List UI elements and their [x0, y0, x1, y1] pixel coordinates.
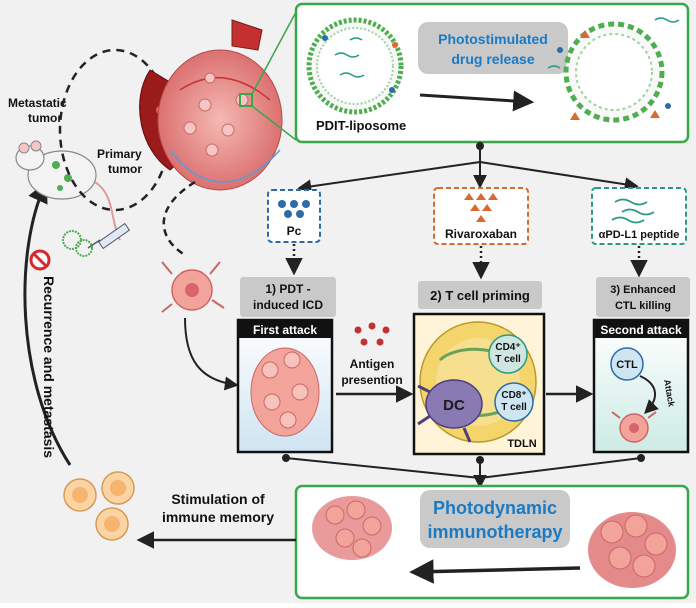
metastatic-label: Metastatic — [8, 96, 67, 110]
pdit-reverse-arrow — [409, 559, 581, 584]
tumor-before-cluster — [312, 496, 392, 560]
cell-to-first-attack-arrow — [184, 317, 239, 391]
syringe-icon — [87, 222, 131, 250]
second-attack-title: Second attack — [600, 323, 682, 337]
antigen-stars-icon — [354, 322, 390, 346]
attack-label: Attack — [662, 379, 677, 409]
pdit-title-2: immunotherapy — [427, 522, 562, 542]
step3-chip — [596, 277, 690, 317]
primary-label: Primary — [97, 147, 142, 161]
cd4-cell — [488, 334, 528, 374]
branch-to-apdl1 — [479, 161, 639, 192]
ctl-label: CTL — [616, 359, 638, 371]
stimulation-label-2: immune memory — [162, 509, 274, 525]
antigen-label-2: presention — [341, 373, 402, 387]
zoom-marker — [239, 93, 253, 107]
photostimulated-chip — [418, 22, 568, 74]
rivaroxaban-label: Rivaroxaban — [445, 227, 517, 241]
pdit-liposome-label: PDIT-liposome — [316, 118, 406, 133]
pc-dots-icon — [278, 200, 310, 218]
cd8-cell — [494, 382, 534, 422]
liposome-right — [547, 17, 680, 123]
release-arrow — [419, 90, 535, 112]
collector-lines — [285, 457, 642, 479]
dc-label: DC — [443, 397, 465, 414]
pc-label: Pc — [287, 224, 302, 238]
step2-chip — [418, 281, 542, 309]
stimulation-label: Stimulation of — [171, 491, 265, 507]
photostimulated-title-2: drug release — [451, 51, 534, 67]
apdl1-peptide-icon — [611, 198, 655, 224]
ctl-cell — [610, 347, 644, 381]
tumor-to-cell-dashed — [162, 180, 196, 257]
branch-to-pc — [297, 161, 481, 194]
cd4-label: CD4⁺ — [495, 342, 520, 353]
metastatic-label-2: tumor — [28, 111, 62, 125]
primary-tumor — [157, 19, 283, 191]
cd4-label-2: T cell — [495, 354, 521, 365]
no-sign-icon — [29, 249, 51, 271]
step1-chip — [240, 277, 336, 317]
tumor-cell-spiky — [161, 261, 225, 313]
tdln-label: TDLN — [507, 438, 536, 450]
antigen-label: Antigen — [350, 357, 395, 371]
mouse-illustration — [15, 140, 121, 241]
pdit-chip — [420, 490, 570, 548]
cd8-label-2: T cell — [501, 402, 527, 413]
step1-label: 1) PDT - — [265, 282, 310, 296]
dying-tumor-cells — [250, 347, 320, 437]
pdit-title: Photodynamic — [433, 498, 557, 518]
step1-label-2: induced ICD — [253, 298, 323, 312]
cd8-label: CD8⁺ — [501, 390, 526, 401]
target-tumor-cell — [611, 411, 657, 443]
apdl1-label: αPD-L1 peptide — [599, 229, 680, 241]
primary-label-2: tumor — [108, 162, 142, 176]
first-attack-title: First attack — [253, 323, 317, 337]
liposome-small-icon — [62, 230, 93, 257]
step3-label-2: CTL killing — [615, 300, 671, 312]
dendritic-cell — [417, 379, 483, 443]
memory-cells — [63, 471, 135, 541]
step3-label: 3) Enhanced — [610, 284, 675, 296]
photostimulated-title: Photostimulated — [438, 31, 548, 47]
cycle-arrow — [23, 181, 72, 466]
attack-curve-arrow — [639, 375, 659, 414]
step2-label: 2) T cell priming — [430, 288, 530, 303]
liposome-left — [306, 17, 404, 115]
tumor-after-cluster — [588, 512, 676, 588]
recurrence-label: Recurrence and metastasis — [41, 276, 57, 458]
rivaroxaban-triangles-icon — [464, 193, 498, 222]
